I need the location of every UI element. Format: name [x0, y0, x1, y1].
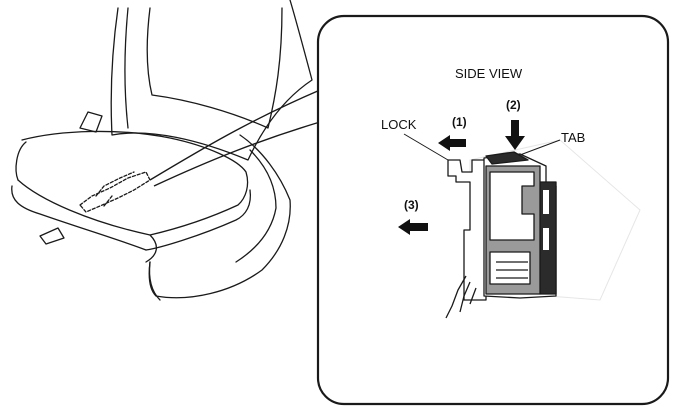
arrow-left-icon	[438, 135, 466, 151]
lock-label: LOCK	[381, 117, 417, 132]
seat-rail-front	[39, 227, 65, 245]
step-2-label: (2)	[506, 98, 521, 112]
terminal-lines	[496, 261, 528, 279]
arrow-left-icon	[398, 219, 428, 235]
tab-leader-line	[519, 139, 561, 156]
seat-cushion-lip	[11, 185, 147, 251]
seat-cushion	[21, 130, 249, 236]
lock-leader-line	[403, 133, 449, 161]
seat-back-inner	[124, 7, 129, 129]
tab-label: TAB	[561, 130, 586, 145]
lock-latch	[447, 159, 487, 301]
connector-dark-slot-2	[543, 228, 549, 250]
connector-tab	[485, 151, 529, 165]
step-1-label: (1)	[452, 115, 467, 129]
headrest-post	[79, 111, 103, 133]
step-3-label: (3)	[404, 198, 419, 212]
wire-harness	[445, 275, 477, 319]
connector-dark-slot	[543, 190, 549, 214]
seat-illustration	[11, 0, 313, 301]
seat-side-shield	[148, 134, 291, 299]
connector-hidden-outline	[79, 171, 151, 213]
seat-cushion-front	[15, 141, 27, 181]
side-view-title: SIDE VIEW	[455, 66, 523, 81]
step-arrows	[398, 120, 525, 235]
connector-recess-lower	[489, 251, 531, 285]
connector-recess	[489, 171, 535, 241]
connector-hidden-outline-2	[95, 171, 135, 207]
seat-cushion-side	[145, 189, 252, 251]
seat-side-shield-inner	[235, 149, 277, 263]
connector-detail	[445, 151, 557, 319]
arrow-down-icon	[505, 120, 525, 150]
seat-back	[110, 0, 313, 161]
seat-cushion-edge	[17, 179, 157, 263]
callout-leader	[149, 89, 321, 187]
seat-back-panel	[146, 7, 283, 129]
seat-rail	[148, 261, 161, 301]
